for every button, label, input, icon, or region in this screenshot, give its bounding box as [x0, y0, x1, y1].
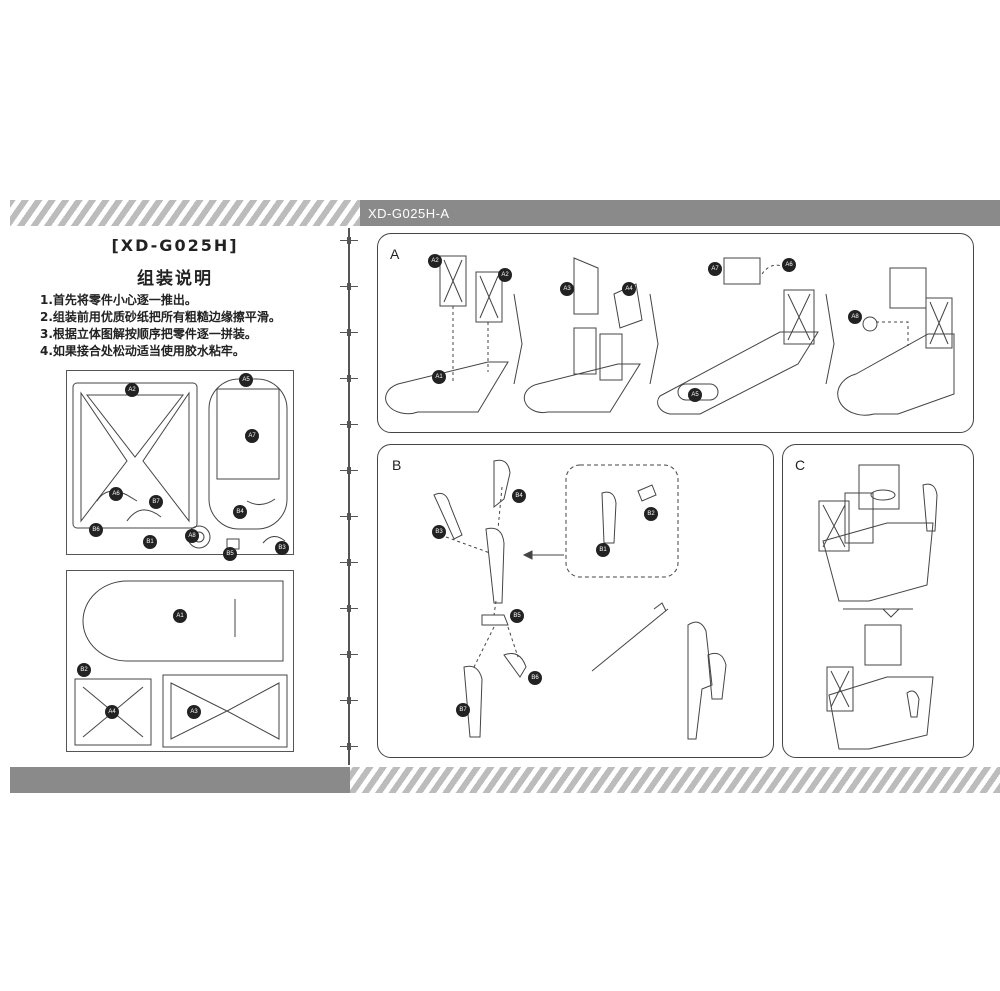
part-tag: A2	[428, 254, 442, 268]
part-tag: A3	[560, 282, 574, 296]
divider-tick	[340, 559, 358, 566]
part-tag: A1	[432, 370, 446, 384]
part-tag: B5	[510, 609, 524, 623]
divider-tick	[340, 329, 358, 336]
part-tag: B4	[512, 489, 526, 503]
bottom-hatch-band	[350, 767, 1000, 793]
panel-c: C	[782, 444, 974, 758]
instruction-steps: 1.首先将零件小心逐一推出。 2.组装前用优质砂纸把所有粗糙边缘擦平滑。 3.根…	[40, 292, 281, 360]
part-tag: B6	[89, 523, 103, 537]
divider-tick	[340, 605, 358, 612]
part-tag: B3	[275, 541, 289, 555]
part-tag: B6	[528, 671, 542, 685]
part-tag: B1	[143, 535, 157, 549]
part-tag: B5	[223, 547, 237, 561]
part-tag: B2	[644, 507, 658, 521]
model-title: [XD-G025H]	[111, 236, 239, 255]
part-tag: A5	[239, 373, 253, 387]
panel-c-label: C	[795, 457, 806, 473]
divider-tick	[340, 421, 358, 428]
divider-tick	[340, 375, 358, 382]
step-item: 1.首先将零件小心逐一推出。	[40, 293, 197, 307]
part-tag: A6	[109, 487, 123, 501]
panel-b-label: B	[392, 457, 402, 473]
step-item: 3.根据立体图解按顺序把零件逐一拼装。	[40, 327, 257, 341]
part-tag: B2	[77, 663, 91, 677]
divider-tick	[340, 467, 358, 474]
part-tag: A7	[708, 262, 722, 276]
divider-tick	[340, 743, 358, 750]
part-tag: A6	[782, 258, 796, 272]
divider-tick	[340, 651, 358, 658]
panel-a-drawing	[378, 234, 973, 432]
panel-b: B B4 B3 B2 B1 B5 B6 B7	[377, 444, 774, 758]
part-tag: A1	[173, 609, 187, 623]
part-tag: A8	[848, 310, 862, 324]
parts-sheet-1: A2 A5 A7 A6 B7 B4 B6 B1 A8 B5 B3	[66, 370, 294, 561]
parts-sheet-2-drawing	[67, 571, 293, 751]
part-tag: A8	[185, 529, 199, 543]
part-tag: B7	[149, 495, 163, 509]
divider-tick	[340, 697, 358, 704]
divider-tick	[340, 513, 358, 520]
divider-tick	[340, 237, 358, 244]
part-tag: A5	[688, 388, 702, 402]
part-tag: B7	[456, 703, 470, 717]
model-code: XD-G025H-A	[368, 206, 450, 221]
top-hatch-band	[10, 200, 360, 226]
panel-a-label: A	[390, 246, 400, 262]
part-tag: B3	[432, 525, 446, 539]
part-tag: A4	[622, 282, 636, 296]
panel-a: A A2 A2 A1 A3 A4 A7 A6 A5 A8	[377, 233, 974, 433]
divider-tick	[340, 283, 358, 290]
part-tag: A3	[187, 705, 201, 719]
bottom-solid-band	[10, 767, 350, 793]
divider-line	[348, 228, 350, 765]
step-item: 2.组装前用优质砂纸把所有粗糙边缘擦平滑。	[40, 310, 281, 324]
instructions-heading: 组装说明	[137, 269, 213, 289]
part-tag: B1	[596, 543, 610, 557]
step-item: 4.如果接合处松动适当使用胶水粘牢。	[40, 344, 245, 358]
panel-b-drawing	[378, 445, 773, 757]
panel-c-drawing	[783, 445, 973, 757]
part-tag: A4	[105, 705, 119, 719]
parts-sheet-2: A1 B2 A4 A3	[66, 570, 294, 752]
part-tag: B4	[233, 505, 247, 519]
top-solid-band	[360, 200, 1000, 226]
part-tag: A7	[245, 429, 259, 443]
part-tag: A2	[125, 383, 139, 397]
part-tag: A2	[498, 268, 512, 282]
